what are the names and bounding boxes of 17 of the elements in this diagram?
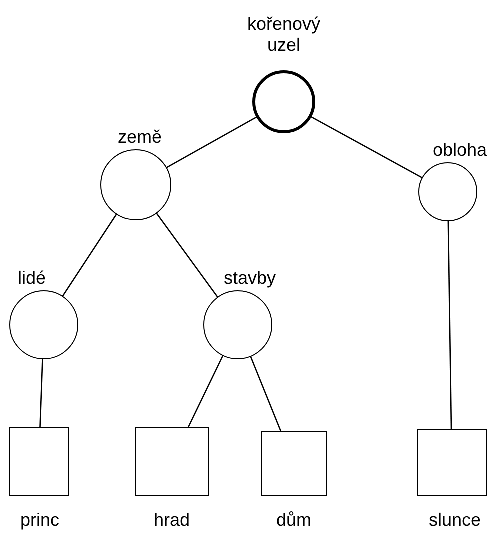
connector-line <box>40 358 44 428</box>
node-label: slunce <box>428 510 482 531</box>
connector-line <box>62 214 118 297</box>
node-label: dům <box>275 510 312 531</box>
node-label: lidé <box>16 268 48 289</box>
connector-line <box>188 355 224 428</box>
node-label: hrad <box>152 510 192 531</box>
node-label: stavby <box>222 268 278 289</box>
connector-line <box>310 116 423 179</box>
connector-line <box>166 116 258 168</box>
connector-line <box>156 212 218 298</box>
node-label: kořenový uzel <box>246 14 322 56</box>
connector-line <box>250 356 282 432</box>
node-label: princ <box>19 510 60 531</box>
connector-line <box>448 220 452 430</box>
node-label: obloha <box>432 140 488 161</box>
node-label: země <box>116 127 163 148</box>
